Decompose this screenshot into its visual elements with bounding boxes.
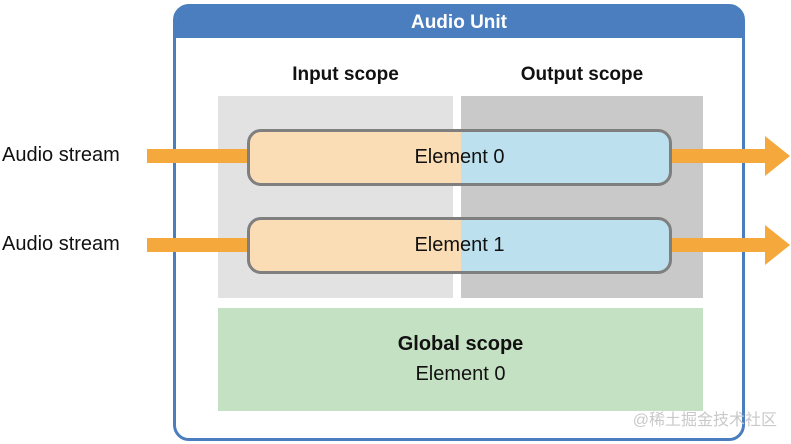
arrow-out-icon	[669, 149, 767, 163]
arrow-right-icon	[765, 225, 790, 265]
element-0-pill: Element 0	[247, 129, 672, 186]
element-1-label: Element 1	[414, 234, 505, 256]
arrow-in-icon	[147, 238, 251, 252]
arrow-right-icon	[765, 136, 790, 176]
audio-unit-title: Audio Unit	[410, 11, 508, 33]
arrow-out-icon	[669, 238, 767, 252]
element-1-pill: Element 1	[247, 217, 672, 274]
audio-stream-label-2: Audio stream	[2, 233, 120, 255]
arrow-in-icon	[147, 149, 251, 163]
element-0-label: Element 0	[414, 146, 505, 168]
global-scope-title: Global scope	[397, 333, 524, 355]
output-scope-label: Output scope	[520, 64, 644, 85]
audio-stream-label-1: Audio stream	[2, 144, 120, 166]
global-scope-box: Global scope Element 0	[218, 308, 703, 411]
input-scope-label: Input scope	[292, 64, 399, 85]
audio-unit-header: Audio Unit	[176, 7, 742, 38]
watermark: @稀土掘金技术社区	[632, 412, 777, 429]
global-scope-element-label: Element 0	[415, 363, 506, 385]
